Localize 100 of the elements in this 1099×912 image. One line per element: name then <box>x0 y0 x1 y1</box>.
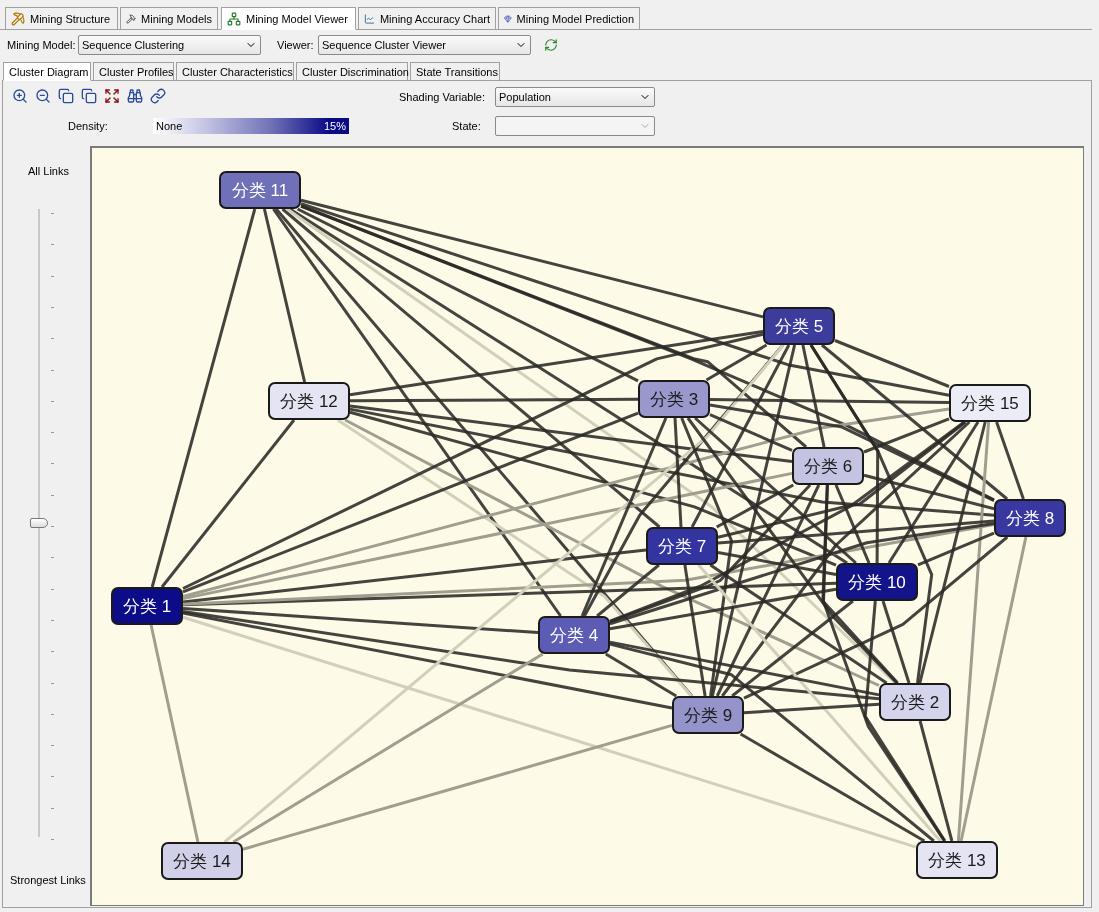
link-line <box>182 523 995 606</box>
field-label: Viewer: <box>277 39 314 51</box>
cluster-box: 分类 8 <box>994 499 1066 537</box>
link-line <box>286 207 897 685</box>
link-line <box>232 652 544 844</box>
link-line <box>743 702 880 715</box>
link-line <box>289 207 848 565</box>
link-line <box>863 600 947 842</box>
link-line <box>149 624 200 843</box>
field-label: State: <box>452 120 481 132</box>
link-line <box>721 420 971 697</box>
scale-min-label: None <box>156 120 183 132</box>
link-line <box>690 344 791 528</box>
link-line <box>709 398 950 404</box>
link-line <box>709 413 793 452</box>
link-line <box>182 548 647 604</box>
cluster-box: 分类 7 <box>646 527 718 565</box>
dropdown: Sequence Cluster Viewer <box>318 35 531 55</box>
tab: Mining Accuracy Chart <box>358 7 496 30</box>
link-line <box>281 207 661 529</box>
cluster-box: 分类 10 <box>836 563 918 601</box>
link-line <box>739 732 926 843</box>
link-line <box>150 208 257 588</box>
link-line <box>350 397 638 403</box>
field-label: Mining Model: <box>7 39 76 51</box>
link-line <box>821 484 946 842</box>
link-line <box>717 519 995 545</box>
link-line <box>697 564 942 842</box>
tab: Cluster Diagram <box>3 62 91 81</box>
link-line <box>609 587 837 631</box>
link-line <box>182 615 917 849</box>
cluster-box: 分类 5 <box>763 307 835 345</box>
dropdown: Population <box>495 87 655 107</box>
link-line <box>709 403 995 502</box>
link-line <box>609 521 995 626</box>
link-line <box>300 204 995 502</box>
link-line <box>182 606 539 635</box>
scale-max-label: 15% <box>323 120 346 132</box>
link-line <box>182 610 880 701</box>
link-line <box>349 404 793 463</box>
link-line <box>680 417 733 697</box>
link-line <box>715 483 795 529</box>
link-line <box>686 417 898 685</box>
slider-label: Strongest Links <box>10 874 86 886</box>
link-line <box>809 344 934 684</box>
link-line <box>887 421 980 564</box>
cluster-box: 分类 11 <box>219 171 301 209</box>
link-line <box>609 483 812 624</box>
link-line <box>182 471 793 601</box>
cluster-box: 分类 14 <box>161 842 243 880</box>
link-line <box>863 417 950 454</box>
link-line <box>917 531 995 567</box>
link-line <box>801 344 826 448</box>
link-line <box>275 208 693 697</box>
link-line <box>160 419 296 588</box>
tab: Cluster Characteristics <box>176 62 294 81</box>
tab: Mining Models <box>120 7 218 30</box>
link-line <box>296 207 639 383</box>
tab: State Transitions <box>410 62 500 81</box>
link-line <box>717 420 967 539</box>
tab: Mining Structure <box>5 7 118 30</box>
cluster-box: 分类 4 <box>538 616 610 654</box>
link-line <box>683 564 707 697</box>
tab: Cluster Discrimination <box>296 62 408 81</box>
link-line <box>349 410 837 567</box>
link-line <box>272 208 562 617</box>
link-line <box>344 418 880 687</box>
link-line <box>182 332 764 590</box>
link-line <box>580 417 668 617</box>
cluster-box: 分类 12 <box>268 382 350 420</box>
link-line <box>863 473 995 511</box>
link-line <box>300 202 950 397</box>
link-line <box>959 536 1028 842</box>
dropdown: Sequence Clustering <box>78 35 261 55</box>
link-line <box>918 421 987 684</box>
cluster-box: 分类 1 <box>111 587 183 625</box>
link-line <box>596 563 660 618</box>
field-label: Shading Variable: <box>399 91 486 103</box>
link-line <box>694 416 857 565</box>
cluster-box: 分类 13 <box>916 841 998 879</box>
cluster-box: 分类 9 <box>672 696 744 734</box>
link-line <box>182 411 639 594</box>
tab: Mining Model Prediction <box>498 7 640 30</box>
tab: Mining Model Viewer <box>221 7 356 30</box>
link-line <box>673 417 683 528</box>
tab: Cluster Profiles <box>93 62 174 81</box>
link-line <box>605 652 677 698</box>
cluster-box: 分类 15 <box>949 384 1031 422</box>
link-line <box>336 418 693 697</box>
link-line <box>609 642 935 843</box>
link-line <box>918 720 954 842</box>
link-line <box>715 484 821 697</box>
link-line <box>705 343 768 382</box>
link-line <box>182 407 950 598</box>
link-line <box>743 535 1009 700</box>
link-line <box>242 723 673 851</box>
link-line <box>956 421 991 842</box>
link-line <box>349 330 764 397</box>
link-line <box>182 611 673 710</box>
link-line <box>820 343 1009 501</box>
